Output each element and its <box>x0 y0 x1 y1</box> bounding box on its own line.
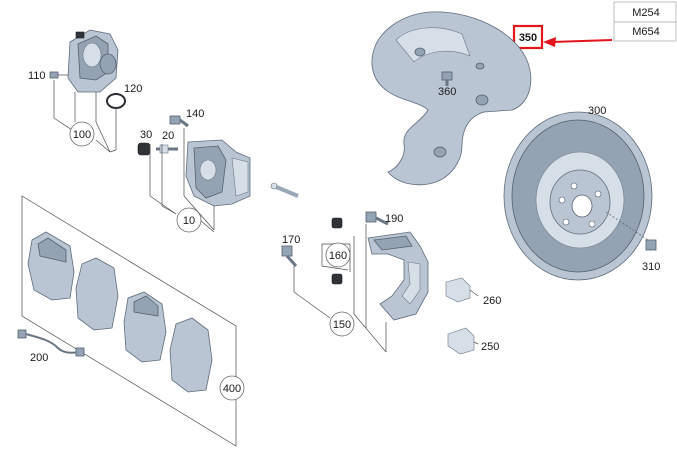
bolt-170-part <box>281 245 298 268</box>
callout-10[interactable]: 10 <box>176 207 202 233</box>
model-row-1[interactable]: M254 <box>632 7 660 19</box>
label-300[interactable]: 300 <box>588 105 606 117</box>
o-ring-120-part <box>106 93 126 109</box>
caliper-motor-part <box>67 29 119 93</box>
label-120[interactable]: 120 <box>124 83 142 95</box>
screw-310-part <box>605 211 657 251</box>
label-350[interactable]: 350 <box>519 32 537 44</box>
callout-150[interactable]: 150 <box>329 311 355 337</box>
callout-160[interactable]: 160 <box>325 242 351 268</box>
model-row-2[interactable]: M654 <box>632 26 660 38</box>
caliper-bracket-part <box>367 231 429 321</box>
group-150-lines <box>293 224 387 353</box>
dust-shield-part <box>371 11 532 186</box>
pad-frame <box>21 195 237 447</box>
bolt-140-part <box>169 115 189 128</box>
label-400: 400 <box>223 383 241 395</box>
pin-part <box>270 182 299 198</box>
label-190[interactable]: 190 <box>385 213 403 225</box>
model-table: M254 M654 <box>613 1 677 42</box>
brake-pads-part <box>27 231 213 393</box>
clip-250-part <box>447 327 479 355</box>
cap-30-part <box>137 142 151 156</box>
highlight-arrow-head <box>543 37 556 47</box>
label-20[interactable]: 20 <box>162 130 174 142</box>
bolt-110-part <box>49 71 68 79</box>
label-260[interactable]: 260 <box>483 295 501 307</box>
label-150: 150 <box>333 319 351 331</box>
label-250[interactable]: 250 <box>481 341 499 353</box>
highlight-350[interactable]: 350 <box>512 24 613 50</box>
label-170[interactable]: 170 <box>282 234 300 246</box>
caliper-part <box>185 139 251 207</box>
bolt-190-part <box>365 211 389 226</box>
label-360[interactable]: 360 <box>438 86 456 98</box>
label-110[interactable]: 110 <box>28 70 46 82</box>
label-10: 10 <box>183 215 195 227</box>
label-140[interactable]: 140 <box>186 108 204 120</box>
label-30[interactable]: 30 <box>140 129 152 141</box>
bolt-360-part <box>441 71 453 86</box>
highlight-arrow-line <box>551 39 613 43</box>
bleeder-20-part <box>156 144 178 154</box>
group-100-lines <box>53 80 117 153</box>
label-200[interactable]: 200 <box>30 352 48 364</box>
brake-disc-part <box>503 111 653 281</box>
label-160: 160 <box>329 250 347 262</box>
clip-260-part <box>445 277 479 303</box>
caps-160-part <box>331 217 343 285</box>
wear-sensor-200-part <box>17 329 85 357</box>
highlight-box <box>512 24 544 50</box>
label-100: 100 <box>73 129 91 141</box>
label-310[interactable]: 310 <box>642 261 660 273</box>
callout-400[interactable]: 400 <box>219 375 245 401</box>
callout-100[interactable]: 100 <box>69 121 95 147</box>
